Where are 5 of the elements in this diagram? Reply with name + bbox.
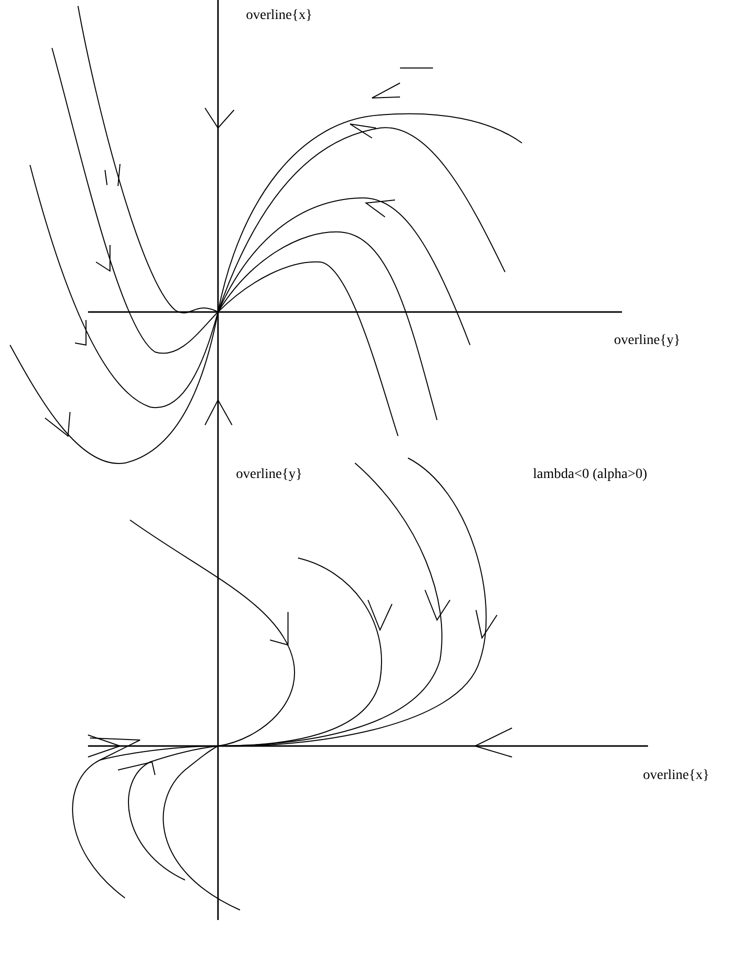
axis-label: overline{x} — [246, 8, 312, 24]
axis-label: overline{x} — [643, 768, 710, 784]
condition-note: lambda<0 (alpha>0) — [533, 467, 648, 483]
axis-label: overline{y} — [614, 333, 680, 349]
axis-label: overline{y} — [236, 467, 302, 483]
